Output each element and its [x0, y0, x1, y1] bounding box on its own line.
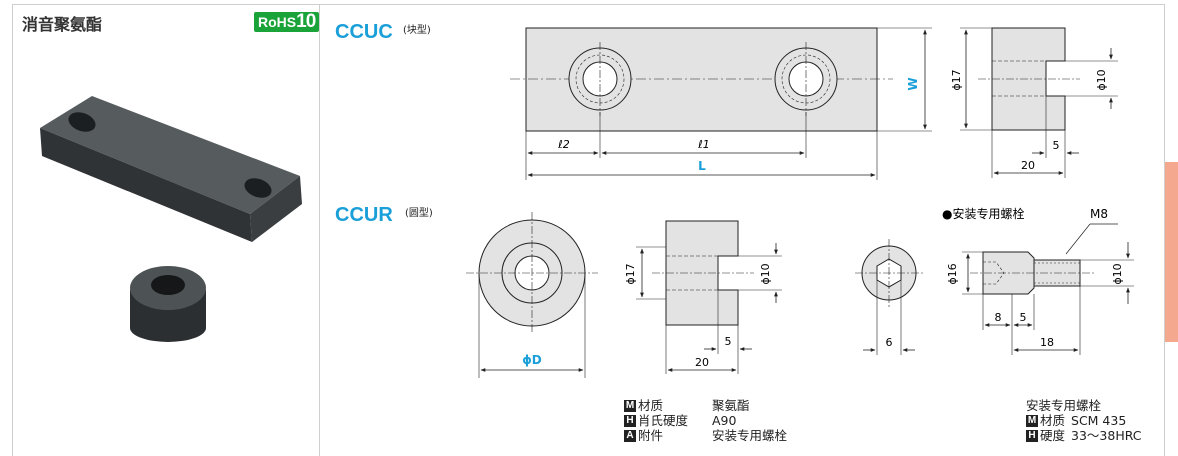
spec-value: SCM 435: [1071, 413, 1127, 428]
product-frame: [12, 4, 320, 456]
product-photo: [40, 96, 302, 342]
spec-row: M 材质 聚氨酯: [624, 398, 787, 413]
specs-left: M 材质 聚氨酯 H 肖氏硬度 A90 A 附件 安装专用螺栓: [624, 398, 787, 443]
ccur-dim-phi17: ϕ17: [624, 263, 637, 284]
spec-heading: 安装专用螺栓: [1026, 398, 1102, 413]
ccuc-dim-20: 20: [1021, 159, 1035, 172]
rohs-badge: RoHS10: [254, 11, 320, 32]
block-side: [250, 176, 302, 242]
ccur-dim-phi10: ϕ10: [759, 263, 772, 284]
side-tab[interactable]: [1165, 162, 1178, 342]
ccuc-title: CCUC: [335, 21, 393, 43]
bolt-side-view: [962, 223, 1134, 355]
ccur-dim-20: 20: [695, 356, 709, 369]
ccur-shape: (圆型): [405, 206, 433, 219]
spec-row: M 材质 SCM 435: [1026, 413, 1142, 428]
ccuc-side-view: [960, 27, 1118, 178]
ccur-dim-D: ϕD: [522, 353, 542, 367]
spec-label: 肖氏硬度: [638, 413, 689, 428]
spec-label: 材质: [1040, 413, 1066, 428]
rohs-prefix: RoHS: [258, 14, 297, 30]
block-top: [40, 96, 300, 214]
ccuc-shape: (块型): [403, 23, 431, 36]
ccur-dim-5: 5: [725, 335, 732, 348]
bolt-dim-5: 5: [1020, 311, 1027, 324]
rohs-number: 10: [296, 11, 316, 32]
bolt-dim-phi16: ϕ16: [946, 263, 959, 284]
ccur-front-view: [466, 212, 598, 378]
drawing-frame: [318, 4, 1165, 456]
spec-row: A 附件 安装专用螺栓: [624, 428, 787, 443]
badge-h-icon: H: [624, 414, 636, 427]
block-front: [40, 128, 252, 242]
badge-a-icon: A: [624, 429, 636, 442]
specs-right: 安装专用螺栓 M 材质 SCM 435 H 硬度 33〜38HRC: [1026, 398, 1142, 443]
bolt-dim-18: 18: [1040, 336, 1054, 349]
block-hole-2: [244, 178, 272, 198]
badge-h-icon: H: [1026, 429, 1038, 442]
badge-m-icon: M: [624, 399, 636, 412]
spec-row: H 肖氏硬度 A90: [624, 413, 787, 428]
product-title: 消音聚氨酯: [22, 15, 103, 34]
spec-value: A90: [712, 413, 737, 428]
spec-row: H 硬度 33〜38HRC: [1026, 428, 1142, 443]
ccuc-dim-5: 5: [1053, 139, 1060, 152]
spec-value: 33〜38HRC: [1071, 428, 1142, 443]
cylinder-hole: [151, 275, 185, 295]
bolt-dim-8: 8: [995, 311, 1002, 324]
spec-value: 聚氨酯: [712, 398, 750, 413]
ccuc-dim-l2: ℓ2: [557, 138, 570, 151]
block-hole-1: [68, 112, 96, 132]
spec-label: 硬度: [1040, 428, 1066, 443]
ccuc-dim-l1: ℓ1: [697, 138, 710, 151]
ccur-title: CCUR: [335, 204, 393, 226]
spec-label: 材质: [638, 398, 664, 413]
spec-value: 安装专用螺栓: [712, 428, 788, 443]
ccuc-dim-L: L: [698, 159, 706, 173]
badge-m-icon: M: [1026, 414, 1038, 427]
spec-label: 附件: [638, 428, 664, 443]
bolt-thread-label: M8: [1090, 207, 1108, 221]
ccur-side-view: [636, 220, 782, 374]
ccuc-front-view: [510, 27, 932, 180]
ccuc-dim-w: W: [906, 77, 920, 90]
bolt-dim-phi10: ϕ10: [1111, 263, 1124, 284]
ccuc-dim-phi17: ϕ17: [950, 69, 963, 90]
bolt-end-dim-6: 6: [886, 336, 893, 349]
bolt-end-view: [855, 239, 923, 355]
ccuc-dim-phi10: ϕ10: [1095, 69, 1108, 90]
bolt-heading: ●安装专用螺栓: [942, 206, 1024, 221]
